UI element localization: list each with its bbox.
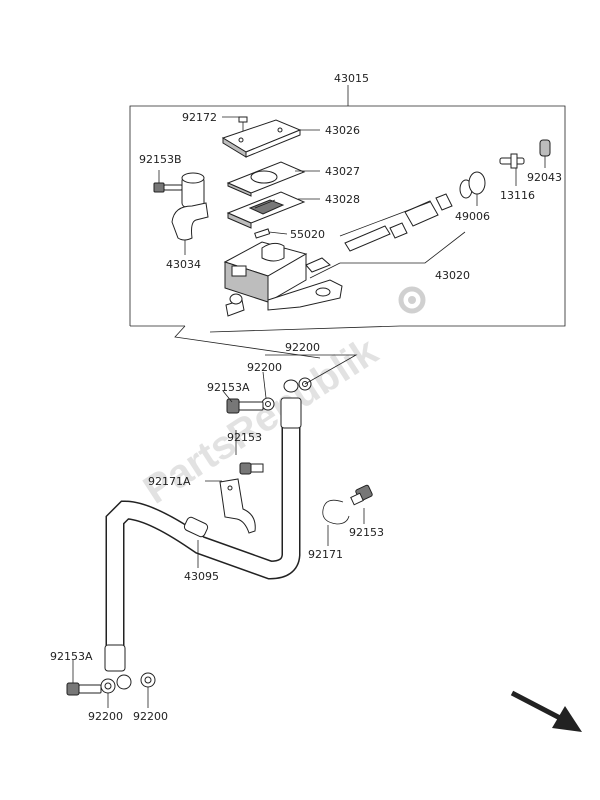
bracket-part <box>219 478 256 534</box>
label-clip-a: 92171A <box>148 475 191 488</box>
label-diaphragm: 43028 <box>325 193 360 206</box>
gear-icon <box>398 286 426 314</box>
label-washer-top: 92200 <box>285 341 320 354</box>
bolt-clamp-part <box>153 170 183 193</box>
piston-kit-part <box>309 171 486 279</box>
clip-part <box>322 499 350 525</box>
label-reservoir-pin: 55020 <box>290 228 325 241</box>
label-fitting-cap: 92043 <box>527 171 562 184</box>
label-bolt-clamp: 92153B <box>139 153 182 166</box>
direction-arrow-icon <box>510 690 582 732</box>
master-cylinder-body <box>223 241 343 317</box>
diaphragm-part <box>226 191 320 229</box>
label-fitting: 13116 <box>500 189 535 202</box>
hose-part <box>104 379 302 690</box>
assembly-box <box>129 85 566 359</box>
fitting-part <box>499 153 525 186</box>
label-piston-kit: 43020 <box>435 269 470 282</box>
leader-lines <box>72 354 365 708</box>
label-banjo-bolt-bottom: 92153A <box>50 650 93 663</box>
label-circlip: 49006 <box>455 210 490 223</box>
bolt-parts <box>66 398 373 696</box>
plate-part <box>226 161 320 197</box>
label-washer-bottom-left: 92200 <box>88 710 123 723</box>
label-clamp: 43034 <box>166 258 201 271</box>
reservoir-pin-part <box>254 228 288 239</box>
label-clip: 92171 <box>308 548 343 561</box>
label-bolt-right: 92153 <box>349 526 384 539</box>
cap-part <box>221 119 320 158</box>
label-washer-bottom-right: 92200 <box>133 710 168 723</box>
label-cap: 43026 <box>325 124 360 137</box>
label-washer-mid: 92200 <box>247 361 282 374</box>
label-assembly: 43015 <box>334 72 369 85</box>
clamp-part <box>171 172 209 255</box>
fitting-cap-part <box>539 139 551 168</box>
label-plate: 43027 <box>325 165 360 178</box>
label-banjo-bolt-top: 92153A <box>207 381 250 394</box>
callout-labels: 43015 92172 43026 92153B 43027 43028 550… <box>50 72 562 723</box>
label-bolt-mid: 92153 <box>227 431 262 444</box>
label-screw-cap: 92172 <box>182 111 217 124</box>
label-hose: 43095 <box>184 570 219 583</box>
